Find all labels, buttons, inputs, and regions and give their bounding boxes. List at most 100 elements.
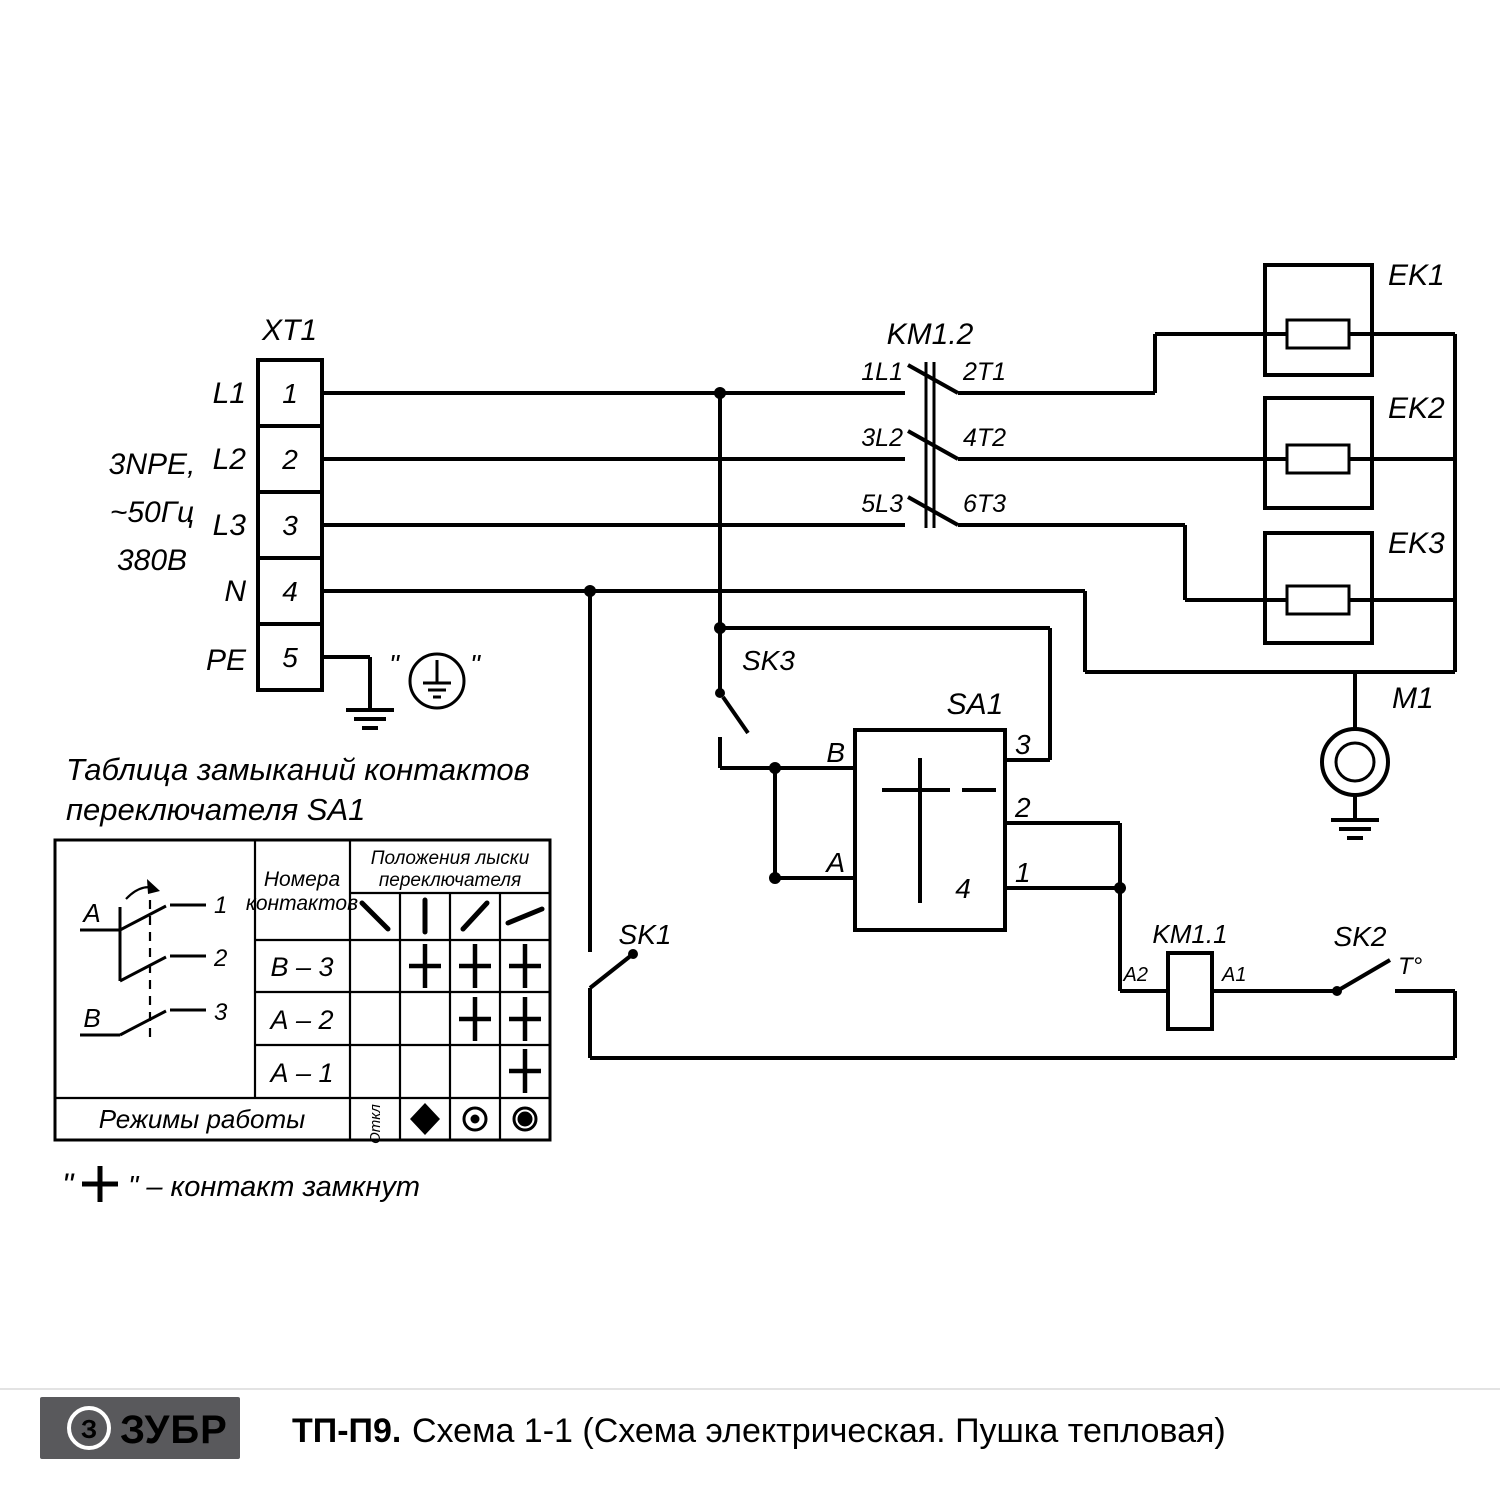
positions-header-line2: переключателя	[379, 870, 521, 891]
xt1-terminal-1: 1	[282, 378, 298, 409]
earth-quote-right: "	[470, 649, 481, 680]
m1-label: M1	[1392, 682, 1434, 715]
full-heat-mode-icon	[512, 1106, 538, 1132]
ek1-resistor	[1285, 318, 1351, 350]
sk1-label: SK1	[619, 919, 672, 950]
contact-table: Таблица замыканий контактов переключател…	[53, 752, 552, 1144]
xt1-cell-dividers	[258, 424, 322, 626]
modes-label: Режимы работы	[99, 1104, 306, 1134]
sk2-temp-label: Т°	[1398, 953, 1423, 980]
note-plus-icon	[82, 1166, 118, 1202]
ek3-label: EK3	[1388, 527, 1445, 560]
line-label-l2: L2	[213, 443, 247, 476]
km11-label: KM1.1	[1152, 919, 1227, 949]
table-row-a1: А – 1	[268, 1058, 333, 1088]
line-label-pe: PE	[206, 644, 247, 677]
km11-outline	[1166, 951, 1214, 1031]
brand-emblem-letter: З	[81, 1414, 97, 1444]
sa1-shaft	[882, 758, 996, 903]
earth-quote-left: "	[389, 649, 400, 680]
half-heat-core	[470, 1114, 480, 1124]
selector-sa1: SA1 В А 3 2 1 4	[824, 688, 1031, 932]
pe-ground: " "	[346, 649, 481, 730]
junction-dot	[714, 622, 726, 634]
switch-sk1: SK1	[619, 919, 672, 959]
km12-out-2: 4T2	[963, 424, 1006, 452]
line-label-l3: L3	[213, 509, 247, 542]
km12-in-3: 5L3	[861, 490, 903, 518]
sa1-terminal-4: 4	[955, 873, 971, 904]
km11-a1-label: A1	[1221, 964, 1246, 986]
footer-caption: Схема 1-1 (Схема электрическая. Пушка те…	[412, 1412, 1226, 1450]
control-wires	[584, 387, 1457, 1060]
sa1-terminal-a: А	[824, 847, 845, 878]
contacts-header-line1: Номера	[264, 868, 340, 891]
xt1-terminal-2: 2	[281, 444, 298, 475]
table-title-line1: Таблица замыканий контактов	[66, 752, 530, 787]
sa1-terminal-3: 3	[1015, 729, 1031, 760]
ek2-resistor	[1285, 443, 1351, 475]
coil-km11: KM1.1 A2 A1	[1123, 919, 1246, 1031]
table-row-b3: В – 3	[270, 952, 333, 982]
table-contact-diagram: А В 1 2 3	[80, 879, 228, 1040]
contact-rotation-arrow	[147, 879, 160, 894]
km12-out-3: 6T3	[963, 490, 1006, 518]
junction-dot	[714, 387, 726, 399]
table-grid	[55, 840, 550, 1140]
km12-linkage	[924, 362, 936, 528]
brand-emblem-icon	[67, 1406, 111, 1450]
position-icons	[359, 897, 545, 935]
earth-circle-hatches	[423, 660, 451, 699]
sk1-pivot-dot	[628, 949, 638, 959]
xt1-terminal-block: XT1 1 2 3 4 5 L1 L2 L3 N PE 3NPE, ~50Гц …	[109, 314, 324, 692]
footer-model: ТП-П9.	[292, 1412, 401, 1450]
half-heat-mode-icon	[462, 1106, 488, 1132]
heater-ek1: EK1	[1263, 259, 1445, 377]
m1-inner-circle	[1334, 741, 1376, 783]
supply-label-2: ~50Гц	[110, 496, 194, 529]
switch-sk2: SK2 Т°	[1332, 921, 1423, 996]
ek3-outline	[1263, 531, 1374, 645]
heater-ek2: EK2	[1263, 392, 1445, 510]
contact-diagram-lines	[80, 903, 206, 1037]
brand-logo	[40, 1397, 240, 1459]
line-label-n: N	[224, 575, 246, 608]
closed-contact-marks	[409, 944, 541, 1093]
fan-mode-icon	[410, 1103, 440, 1135]
ek2-outline	[1263, 396, 1374, 510]
table-outline	[53, 838, 552, 1142]
xt1-terminal-5: 5	[282, 642, 298, 673]
wires-control	[588, 393, 1457, 1060]
ek1-outline	[1263, 263, 1374, 377]
full-heat-ring	[512, 1106, 538, 1132]
sa1-outline	[853, 728, 1007, 932]
ek1-label: EK1	[1388, 259, 1445, 292]
motor-m1: M1	[1320, 682, 1434, 840]
sa1-terminal-1: 1	[1015, 857, 1031, 888]
junction-dot	[769, 872, 781, 884]
diagram-label-3: 3	[214, 999, 228, 1026]
diagram-label-b: В	[83, 1003, 100, 1033]
m1-outer-circle	[1320, 727, 1390, 797]
switch-sk3: SK3	[715, 645, 795, 698]
diagram-label-2: 2	[213, 945, 227, 972]
sk2-label: SK2	[1334, 921, 1387, 952]
km12-label: KM1.2	[887, 318, 974, 351]
brand-name: ЗУБР	[120, 1408, 228, 1452]
wires-power	[322, 332, 1457, 729]
off-label: Откл	[367, 1104, 384, 1144]
note-quote-open: "	[62, 1167, 75, 1203]
table-title-line2: переключателя SA1	[66, 792, 365, 827]
junction-dot	[1114, 882, 1126, 894]
power-wires	[322, 332, 1457, 729]
km12-in-1: 1L1	[861, 358, 903, 386]
heater-ek3: EK3	[1263, 527, 1445, 645]
line-label-l1: L1	[213, 377, 246, 410]
km12-in-2: 3L2	[861, 424, 903, 452]
junction-dot	[584, 585, 596, 597]
diagram-label-a: А	[81, 898, 100, 928]
supply-label-1: 3NPE,	[109, 448, 196, 481]
supply-label-3: 380В	[117, 544, 187, 577]
